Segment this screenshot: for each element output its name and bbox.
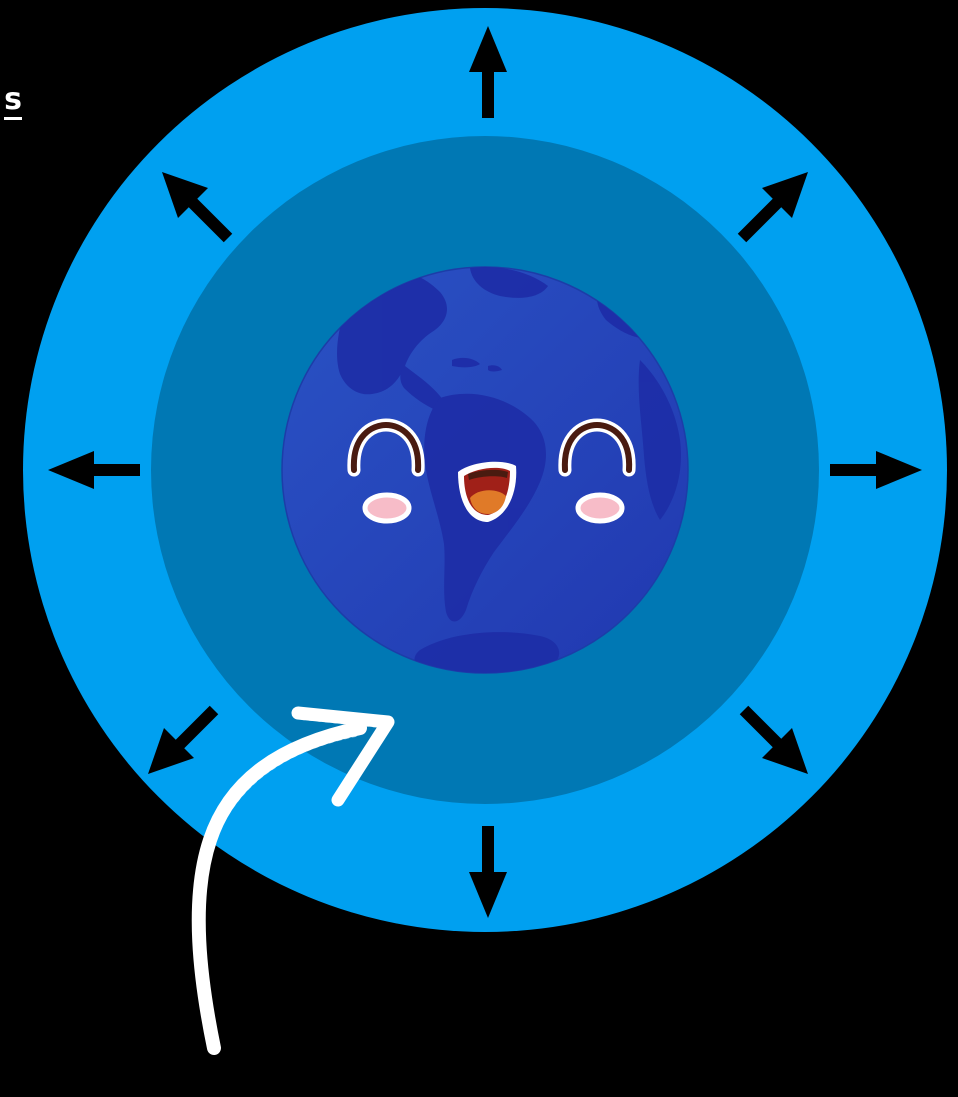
right-blush [578, 495, 622, 521]
left-blush [365, 495, 409, 521]
